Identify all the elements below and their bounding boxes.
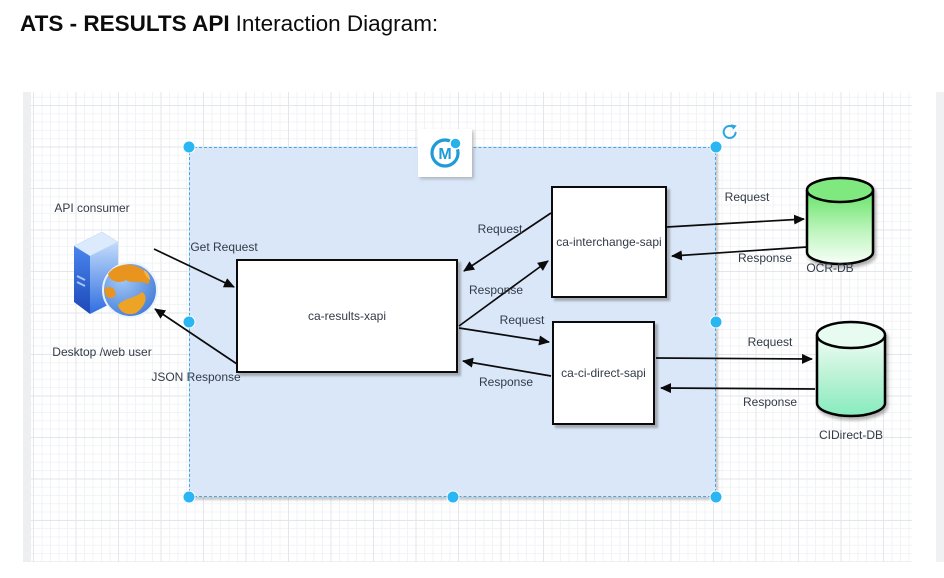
node-ca-ci-direct-sapi-label: ca-ci-direct-sapi bbox=[561, 366, 646, 380]
page-title-bold: ATS - RESULTS API bbox=[20, 11, 230, 36]
edge-label-request-ocrdb: Request bbox=[724, 190, 770, 204]
page-title-rest: Interaction Diagram: bbox=[235, 11, 439, 36]
edge-label-get-request: Get Request bbox=[190, 240, 258, 254]
node-cidirect-db-cylinder[interactable] bbox=[814, 318, 888, 422]
selection-handle-top-left[interactable] bbox=[182, 140, 196, 154]
selection-handle-mid-right[interactable] bbox=[709, 315, 723, 329]
edge-label-response-cidirect-xapi: Response bbox=[478, 375, 534, 389]
selection-handle-bottom-left[interactable] bbox=[182, 490, 196, 504]
node-ca-interchange-sapi[interactable]: ca-interchange-sapi bbox=[551, 186, 667, 298]
edge-label-response-ocrdb: Response bbox=[737, 251, 793, 265]
node-ca-results-xapi[interactable]: ca-results-xapi bbox=[236, 259, 458, 373]
node-ca-ci-direct-sapi[interactable]: ca-ci-direct-sapi bbox=[552, 321, 655, 425]
canvas-scrollbar-gutter[interactable] bbox=[936, 92, 944, 562]
node-ca-interchange-sapi-label: ca-interchange-sapi bbox=[556, 235, 662, 249]
mulesoft-logo-card[interactable]: M bbox=[418, 129, 472, 177]
node-ca-results-xapi-label: ca-results-xapi bbox=[307, 309, 387, 323]
label-ocr-db: OCR-DB bbox=[806, 261, 854, 275]
edge-label-request-xapi-cidirect: Request bbox=[499, 313, 545, 327]
label-api-consumer: API consumer bbox=[54, 201, 130, 215]
edge-label-response-xapi-interchange: Response bbox=[468, 283, 524, 297]
label-cidirect-db: CIDirect-DB bbox=[818, 428, 884, 442]
svg-text:M: M bbox=[438, 146, 451, 163]
edge-label-request-interchange-xapi: Request bbox=[477, 222, 523, 236]
rotate-icon[interactable] bbox=[720, 123, 738, 141]
label-desktop-web-user: Desktop /web user bbox=[52, 345, 152, 359]
web-server-globe-icon[interactable] bbox=[60, 222, 160, 322]
selection-handle-bottom-mid[interactable] bbox=[446, 490, 460, 504]
mulesoft-logo-icon: M bbox=[430, 137, 462, 168]
edge-label-response-cidb: Response bbox=[742, 395, 798, 409]
selection-handle-top-right[interactable] bbox=[709, 140, 723, 154]
selection-handle-mid-left[interactable] bbox=[182, 315, 196, 329]
node-ocr-db-cylinder[interactable] bbox=[804, 174, 876, 268]
selection-handle-bottom-right[interactable] bbox=[709, 490, 723, 504]
edge-label-request-cidb: Request bbox=[747, 335, 793, 349]
canvas-left-edge bbox=[23, 92, 31, 562]
edge-label-json-response: JSON Response bbox=[151, 370, 241, 384]
